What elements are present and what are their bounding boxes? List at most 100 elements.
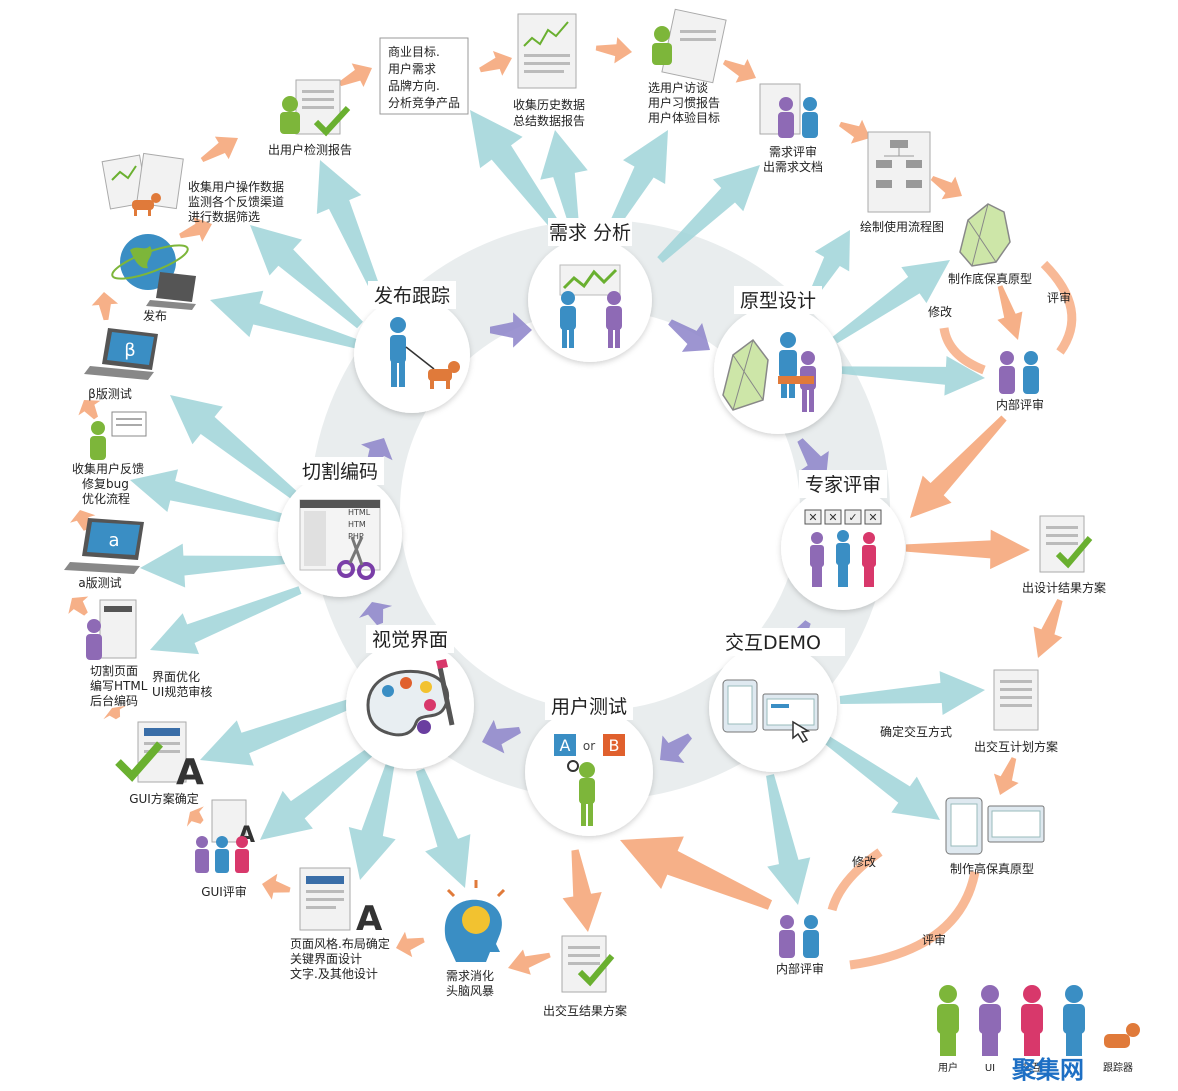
orange-arrow — [103, 705, 127, 720]
orange-arrow — [338, 63, 372, 88]
node-line: 监测各个反馈渠道 — [188, 194, 284, 209]
teal-arrow — [766, 774, 811, 905]
teal-arrow-group — [130, 110, 985, 905]
orange-arrow — [200, 136, 238, 163]
node-line: 出交互计划方案 — [974, 739, 1058, 754]
node-line: 需求消化 — [446, 969, 494, 983]
node-jmyh: 界面优化 UI规范审核 — [152, 670, 212, 699]
node-line: 制作底保真原型 — [948, 271, 1032, 286]
node-line: GUI评审 — [201, 884, 247, 899]
node-fabu2: 发布 — [111, 234, 196, 323]
node-line: 后台编码 — [90, 693, 138, 708]
teal-arrow — [150, 586, 302, 655]
user-report-check-icon — [280, 79, 351, 137]
legend-person-head — [981, 985, 999, 1003]
legend-item: 跟踪器 — [1103, 1023, 1140, 1074]
teal-arrow — [806, 230, 850, 302]
brainstorm-head-icon — [444, 880, 506, 962]
teal-arrow — [260, 744, 378, 840]
stage-zhuanjia: ✕ ✕ ✓ ✕ 专家评审 — [781, 470, 905, 610]
node-jhjh: 出交互计划方案 — [974, 669, 1058, 754]
svg-text:A: A — [356, 899, 383, 939]
stage-jiaohu: 交互DEMO — [701, 628, 845, 772]
stage-label: 交互DEMO — [725, 632, 821, 654]
stage-label: 切割编码 — [302, 461, 378, 483]
legend-item: 用户 — [937, 985, 959, 1074]
node-line: 内部评审 — [996, 397, 1044, 412]
node-liucheng: 绘制使用流程图 — [860, 131, 944, 234]
node-line: 文字.及其他设计 — [290, 966, 378, 981]
orange-arrow — [562, 849, 602, 932]
svg-text:✕: ✕ — [828, 511, 837, 524]
node-line: 页面风格.布局确定 — [290, 936, 390, 951]
legend-item: UI — [979, 985, 1001, 1074]
node-line: 绘制使用流程图 — [860, 219, 944, 234]
legend-person-head — [1065, 985, 1083, 1003]
node-line: 分析竞争产品 — [388, 96, 460, 110]
node-line: 制作高保真原型 — [950, 861, 1034, 876]
node-qgym: 切割页面 编写HTML 后台编码 — [86, 599, 148, 708]
node-line: 用户习惯报告 — [648, 95, 720, 110]
node-fengge: A 页面风格.布局确定 关键界面设计 文字.及其他设计 — [290, 867, 390, 981]
legend-person-legs — [1024, 1030, 1040, 1056]
orange-arrow — [396, 931, 425, 958]
node-guips: A GUI评审 — [195, 799, 255, 899]
node-shangye: 商业目标. 用户需求 品牌方向. 分析竞争产品 — [379, 37, 469, 115]
node-bcs: β β版测试 — [84, 328, 158, 401]
node-jhjg: 出交互结果方案 — [543, 935, 627, 1018]
legend-label: 跟踪器 — [1103, 1061, 1133, 1074]
teal-arrow — [839, 356, 985, 396]
orange-arrow — [70, 510, 96, 531]
teal-arrow — [415, 768, 471, 888]
node-nbps1: 内部评审 — [996, 351, 1044, 412]
node-sjjg: 出设计结果方案 — [1022, 515, 1106, 595]
node-line: 用户体验目标 — [648, 110, 720, 125]
teal-arrow — [832, 260, 950, 344]
laptop-letter: β — [124, 340, 136, 361]
legend-person-head — [1023, 985, 1041, 1003]
orange-arrow — [722, 58, 756, 83]
orange-arrow — [838, 119, 870, 144]
orange-arrow — [910, 415, 1007, 518]
node-caozuo: 收集用户操作数据 监测各个反馈渠道 进行数据筛选 — [101, 152, 284, 224]
node-jiance: 出用户检测报告 — [268, 79, 352, 157]
globe-laptop-icon — [111, 234, 196, 310]
stage-label: 用户测试 — [551, 696, 627, 718]
document-icon — [993, 669, 1039, 731]
node-naobao: 需求消化 头脑风暴 — [444, 880, 506, 998]
stage-xuqiu: 需求 分析 — [528, 218, 652, 362]
node-fankui: 收集用户反馈 修复bug 优化流程 — [72, 411, 147, 506]
node-xqps: 需求评审 出需求文档 — [759, 83, 823, 174]
teal-arrow — [540, 130, 588, 231]
option-a-label: A — [560, 736, 571, 755]
coder-with-page-icon — [86, 599, 137, 660]
node-line: 内部评审 — [776, 961, 824, 976]
paint-palette-icon — [366, 659, 455, 737]
tracker-dog-head — [1126, 1023, 1140, 1037]
stage-label: 视觉界面 — [372, 629, 448, 651]
person-walking-dog-icon — [390, 317, 460, 389]
node-line: 选用户访谈 — [648, 80, 708, 95]
node-line: 收集用户操作数据 — [188, 179, 284, 194]
teal-arrow — [817, 731, 940, 820]
orange-arrow — [179, 217, 212, 242]
stage-label: 专家评审 — [805, 474, 881, 496]
node-line: 收集用户反馈 — [72, 461, 144, 476]
teal-arrow — [200, 695, 362, 766]
node-line: 发布 — [143, 308, 167, 323]
stage-label: 需求 分析 — [549, 222, 631, 244]
flowchart-document-icon — [867, 131, 931, 213]
node-line: 关键界面设计 — [290, 952, 362, 966]
node-line: GUI方案确定 — [129, 791, 199, 806]
laptop-beta-icon: β — [84, 328, 158, 380]
expert-review-panel-icon: ✕ ✕ ✓ ✕ — [804, 509, 882, 587]
legend-person-body — [979, 1004, 1001, 1034]
slice-label-php: PHP — [348, 532, 364, 541]
node-line: 切割页面 — [90, 663, 138, 678]
orange-arrow — [997, 285, 1023, 340]
node-acs: a a版测试 — [64, 518, 144, 590]
outer-nodes: 商业目标. 用户需求 品牌方向. 分析竞争产品 收集历史数据 总结数据报告 选用… — [64, 8, 1106, 1018]
node-line: 编写HTML — [90, 678, 148, 693]
